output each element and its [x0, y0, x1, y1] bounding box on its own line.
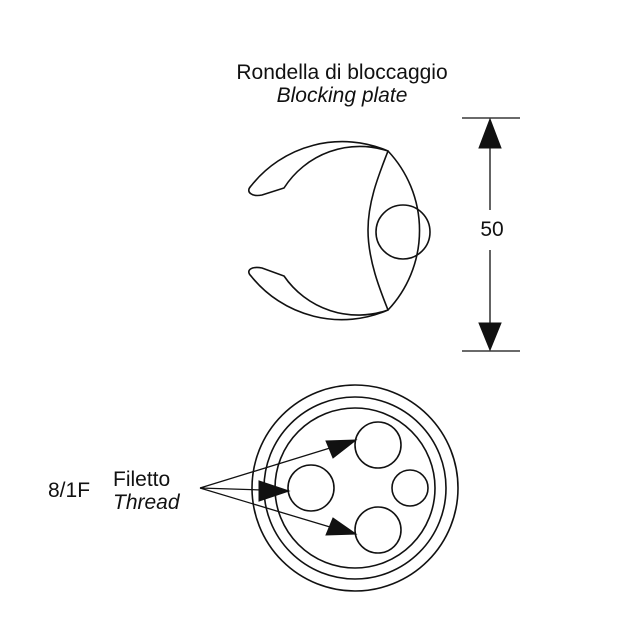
leader-line-top — [199, 447, 331, 489]
fitting-outer-ring — [251, 384, 459, 592]
leader-line-bottom — [199, 487, 331, 528]
thread-fitting — [251, 384, 459, 592]
thread-label-english: Thread — [113, 491, 181, 514]
leader-arrow-top — [325, 439, 358, 459]
plate-outer-contour — [248, 140, 390, 321]
thread-hole-top — [354, 421, 402, 469]
center-hole-right — [391, 469, 429, 507]
blocking-plate-shape — [248, 140, 431, 321]
plate-title-english: Blocking plate — [277, 84, 408, 107]
thread-leaders — [199, 439, 358, 536]
plate-hole — [375, 204, 431, 260]
dimension-arrow-up — [478, 117, 502, 149]
thread-hole-bottom — [354, 506, 402, 554]
plate-title-italian: Rondella di bloccaggio — [236, 61, 447, 84]
dimension-arrow-down — [478, 322, 502, 352]
leader-arrow-middle — [258, 480, 291, 502]
leader-arrow-bottom — [325, 517, 358, 536]
thread-hole-left — [287, 464, 335, 512]
thread-size: 8/1F — [48, 479, 90, 502]
thread-label-italian: Filetto — [113, 468, 170, 491]
dimension-value: 50 — [480, 218, 503, 241]
plate-outer-arc — [387, 150, 421, 311]
leader-line-middle — [199, 487, 263, 491]
dimension-50: 50 — [462, 117, 520, 352]
